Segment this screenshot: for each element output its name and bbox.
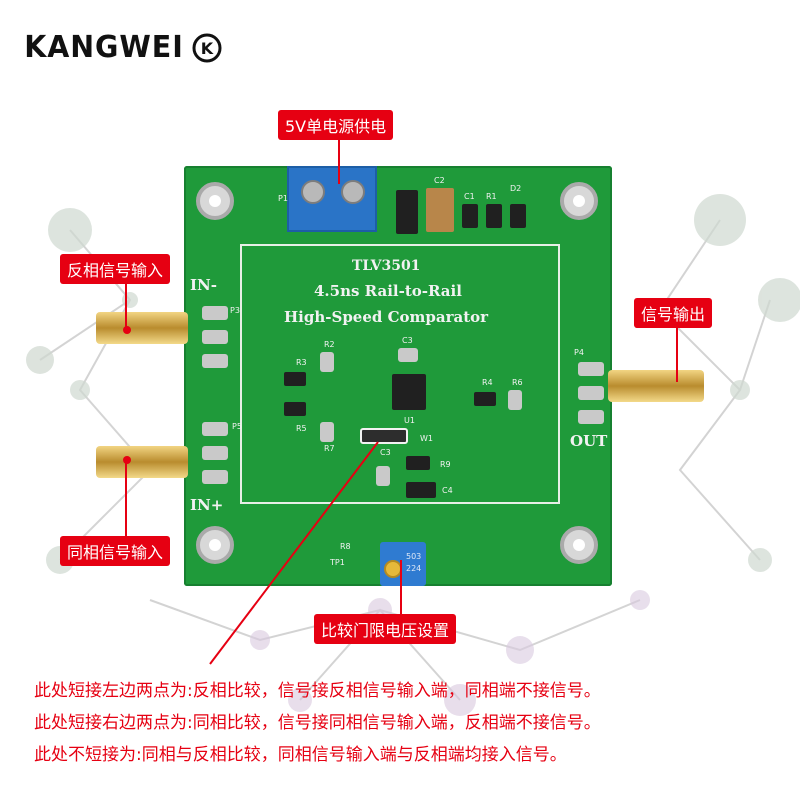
brand-logo-letter: K xyxy=(201,39,214,58)
callout-noninverting-input: 同相信号输入 xyxy=(60,536,171,566)
jumper-w1 xyxy=(360,428,408,444)
callout-signal-output: 信号输出 xyxy=(634,298,713,328)
silk-c2: C2 xyxy=(434,176,445,185)
resistor-r2 xyxy=(320,352,334,372)
callout-line-noninverting xyxy=(125,460,127,538)
board-title-line2: High-Speed Comparator xyxy=(284,308,489,326)
callout-line-threshold xyxy=(400,560,402,616)
resistor-r3 xyxy=(284,372,306,386)
capacitor-c4 xyxy=(406,482,436,498)
silk-r6: R6 xyxy=(512,378,523,387)
callout-line-output xyxy=(676,322,678,382)
voltage-regulator xyxy=(396,190,418,234)
label-in-plus: IN+ xyxy=(190,496,224,514)
label-out: OUT xyxy=(570,432,608,450)
chip-name-silk: TLV3501 xyxy=(352,258,421,274)
sma-connector-in-plus xyxy=(96,446,188,478)
header-pad xyxy=(202,470,228,484)
header-pad xyxy=(578,386,604,400)
screw-icon xyxy=(301,180,325,204)
silk-r4: R4 xyxy=(482,378,493,387)
capacitor-lower xyxy=(376,466,390,486)
silk-r9: R9 xyxy=(440,460,451,469)
threshold-potentiometer[interactable]: 503 224 xyxy=(380,542,426,586)
resistor-r1 xyxy=(486,204,502,228)
callout-power: 5V单电源供电 xyxy=(278,110,394,140)
silk-p1: P1 xyxy=(278,194,288,203)
silk-p5: P5 xyxy=(232,422,242,431)
silk-c3: C3 xyxy=(402,336,413,345)
mounting-hole xyxy=(196,526,234,564)
sma-connector-in-minus xyxy=(96,312,188,344)
resistor-r9-body xyxy=(406,456,430,470)
silk-c4: C4 xyxy=(442,486,453,495)
silk-tp1: TP1 xyxy=(330,558,345,567)
silk-r2: R2 xyxy=(324,340,335,349)
header-pad xyxy=(202,306,228,320)
pot-code-1: 503 xyxy=(406,552,422,561)
header-pad xyxy=(202,422,228,436)
power-terminal-block xyxy=(287,166,377,232)
silk-r8: R8 xyxy=(340,542,351,551)
sma-connector-out xyxy=(608,370,704,402)
note-line-2: 此处短接右边两点为:同相比较，信号接同相信号输入端，反相端不接信号。 xyxy=(34,713,601,733)
silk-d2: D2 xyxy=(510,184,522,193)
resistor-r5 xyxy=(284,402,306,416)
comparator-chip-u1 xyxy=(392,374,426,410)
callout-line-inverting xyxy=(125,278,127,328)
brand-logo-icon: K xyxy=(192,33,222,62)
silk-c1: C1 xyxy=(464,192,475,201)
header-pad xyxy=(578,410,604,424)
silk-c3-lower: C3 xyxy=(380,448,391,457)
silk-r7: R7 xyxy=(324,444,335,453)
mounting-hole xyxy=(560,182,598,220)
pcb-board: P1 C2 C1 R1 D2 TLV3501 4.5ns Rail-to-Rai… xyxy=(184,166,612,586)
silk-u1: U1 xyxy=(404,416,415,425)
capacitor-c3 xyxy=(398,348,418,362)
callout-threshold: 比较门限电压设置 xyxy=(314,614,457,644)
resistor-r6 xyxy=(508,390,522,410)
note-line-3: 此处不短接为:同相与反相比较，同相信号输入端与反相端均接入信号。 xyxy=(34,745,567,765)
silk-p4: P4 xyxy=(574,348,584,357)
header-pad xyxy=(202,354,228,368)
note-line-1: 此处短接左边两点为:反相比较，信号接反相信号输入端，同相端不接信号。 xyxy=(34,681,601,701)
label-in-minus: IN- xyxy=(190,276,217,294)
header-pad xyxy=(578,362,604,376)
led-d2 xyxy=(510,204,526,228)
brand-header: KANGWEI K xyxy=(20,30,222,65)
silk-p3: P3 xyxy=(230,306,240,315)
mounting-hole xyxy=(196,182,234,220)
silk-w1: W1 xyxy=(420,434,433,443)
silk-r1: R1 xyxy=(486,192,497,201)
callout-line-power xyxy=(338,132,340,184)
pot-code-2: 224 xyxy=(406,564,422,573)
capacitor-c1 xyxy=(462,204,478,228)
silk-r5: R5 xyxy=(296,424,307,433)
silkscreen-frame xyxy=(240,244,560,504)
board-title-line1: 4.5ns Rail-to-Rail xyxy=(314,282,462,300)
resistor-r4 xyxy=(474,392,496,406)
header-pad xyxy=(202,330,228,344)
header-pad xyxy=(202,446,228,460)
capacitor-c2 xyxy=(426,188,454,232)
callout-inverting-input: 反相信号输入 xyxy=(60,254,171,284)
brand-name: KANGWEI xyxy=(24,30,184,65)
mounting-hole xyxy=(560,526,598,564)
screw-icon xyxy=(341,180,365,204)
resistor-r7 xyxy=(320,422,334,442)
silk-r3: R3 xyxy=(296,358,307,367)
